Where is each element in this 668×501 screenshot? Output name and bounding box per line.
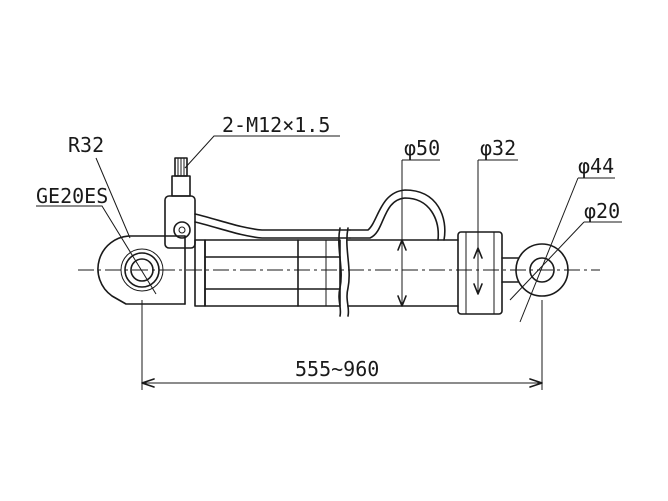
bearing-bore bbox=[130, 258, 154, 282]
dim-eye-outer bbox=[519, 177, 615, 323]
eye-outer-dia-label: φ44 bbox=[578, 154, 614, 178]
eye-pin-dia-label: φ20 bbox=[584, 199, 620, 223]
break-mark bbox=[338, 227, 350, 317]
end-cap bbox=[194, 239, 206, 307]
piston-rod bbox=[501, 257, 519, 283]
oil-pipe bbox=[194, 189, 446, 241]
cylinder-barrel bbox=[204, 239, 341, 307]
dim-length bbox=[141, 300, 543, 390]
stroke-length-label: 555~960 bbox=[295, 357, 379, 381]
rod-dia-label: φ32 bbox=[480, 136, 516, 160]
rod-eye bbox=[515, 243, 569, 297]
port-block bbox=[164, 157, 196, 249]
thread-label: 2-M12×1.5 bbox=[222, 113, 330, 137]
leader-r32 bbox=[95, 157, 131, 239]
bearing-label: GE20ES bbox=[36, 184, 108, 208]
spherical-bearing bbox=[124, 252, 160, 288]
dim-eye-pin bbox=[509, 221, 622, 301]
hydraulic-fitting bbox=[171, 175, 191, 197]
dim-rod bbox=[473, 159, 518, 295]
cylinder-barrel-right bbox=[347, 239, 459, 307]
bore-dia-label: φ50 bbox=[404, 136, 440, 160]
leader-thread bbox=[184, 135, 340, 169]
rod-eye-bore bbox=[529, 257, 555, 283]
radius-label: R32 bbox=[68, 133, 104, 157]
gland-head bbox=[457, 231, 503, 315]
dim-bore bbox=[397, 159, 440, 307]
leader-ge20es bbox=[36, 205, 157, 295]
